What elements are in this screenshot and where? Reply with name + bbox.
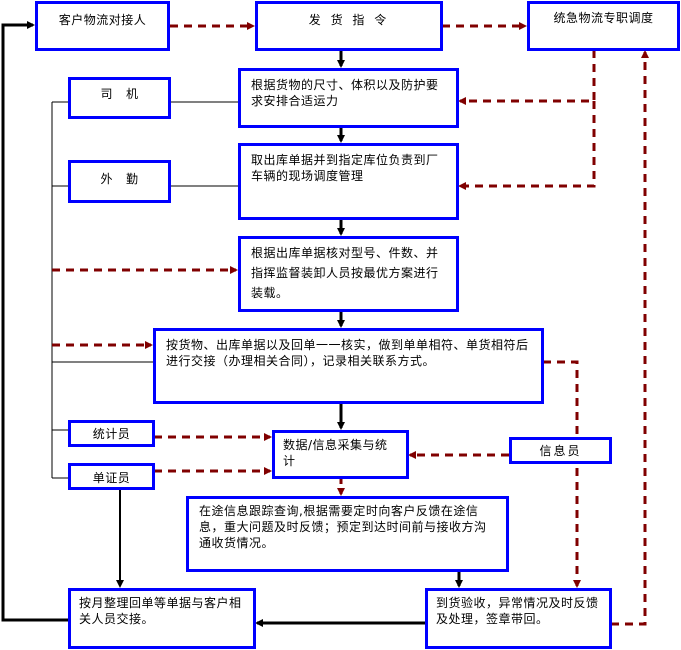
edge-handover-to-delivery <box>543 360 581 588</box>
edge-dispatcher-to-warehouse <box>458 101 596 190</box>
node-info-officer: 信息员 <box>509 437 612 464</box>
node-check-loading-label: 根据出库单据核对型号、件数、并指挥监督装卸人员按最优方案进行装载。 <box>251 246 439 300</box>
node-field-staff: 外 勤 <box>68 160 171 203</box>
node-data-collection: 数据/信息采集与统计 <box>272 430 409 479</box>
node-shipping-order-label: 发 货 指 令 <box>308 13 390 27</box>
node-document-clerk: 单证员 <box>68 463 155 490</box>
node-driver-label: 司 机 <box>100 87 139 101</box>
node-statistician: 统计员 <box>68 420 155 447</box>
node-dispatcher-label: 统急物流专职调度 <box>553 11 654 25</box>
node-info-officer-label: 信息员 <box>539 444 582 458</box>
node-handover-label: 按货物、出库单据以及回单一一核实，做到单单相符、单货相符后进行交接（办理相关合同… <box>166 338 529 368</box>
node-warehouse-dispatch-label: 取出库单据并到指定库位负责到厂车辆的现场调度管理 <box>251 153 439 183</box>
node-transit-tracking: 在途信息跟踪查询,根据需要定时向客户反馈在途信息，重大问题及时反馈；预定到达时间… <box>186 496 509 572</box>
node-monthly-receipts-label: 按月整理回单等单据与客户相关人员交接。 <box>79 596 242 626</box>
node-customer-contact-label: 客户物流对接人 <box>58 13 147 27</box>
node-arrange-transport: 根据货物的尺寸、体积以及防护要求安排合适运力 <box>238 68 459 128</box>
node-document-clerk-label: 单证员 <box>92 471 131 485</box>
node-statistician-label: 统计员 <box>92 427 131 441</box>
node-customer-contact: 客户物流对接人 <box>35 1 170 51</box>
node-delivery-acceptance: 到货验收，异常情况及时反馈及处理，签章带回。 <box>425 588 612 649</box>
node-monthly-receipts: 按月整理回单等单据与客户相关人员交接。 <box>68 588 256 649</box>
node-shipping-order: 发 货 指 令 <box>255 1 443 51</box>
node-dispatcher: 统急物流专职调度 <box>527 1 680 51</box>
node-transit-tracking-label: 在途信息跟踪查询,根据需要定时向客户反馈在途信息，重大问题及时反馈；预定到达时间… <box>199 504 487 550</box>
node-driver: 司 机 <box>68 77 171 119</box>
node-data-collection-label: 数据/信息采集与统计 <box>283 438 388 468</box>
node-field-staff-label: 外 勤 <box>100 172 139 186</box>
node-arrange-transport-label: 根据货物的尺寸、体积以及防护要求安排合适运力 <box>251 78 439 108</box>
edge-monthly-to-customer <box>1 21 68 622</box>
node-check-loading: 根据出库单据核对型号、件数、并指挥监督装卸人员按最优方案进行装载。 <box>238 236 459 312</box>
node-handover: 按货物、出库单据以及回单一一核实，做到单单相符、单货相符后进行交接（办理相关合同… <box>153 328 544 404</box>
node-warehouse-dispatch: 取出库单据并到指定库位负责到厂车辆的现场调度管理 <box>238 143 459 220</box>
edge-delivery-to-dispatcher <box>611 50 649 626</box>
edge-dispatcher-to-arrange <box>458 50 596 105</box>
node-delivery-acceptance-label: 到货验收，异常情况及时反馈及处理，签章带回。 <box>436 596 599 626</box>
